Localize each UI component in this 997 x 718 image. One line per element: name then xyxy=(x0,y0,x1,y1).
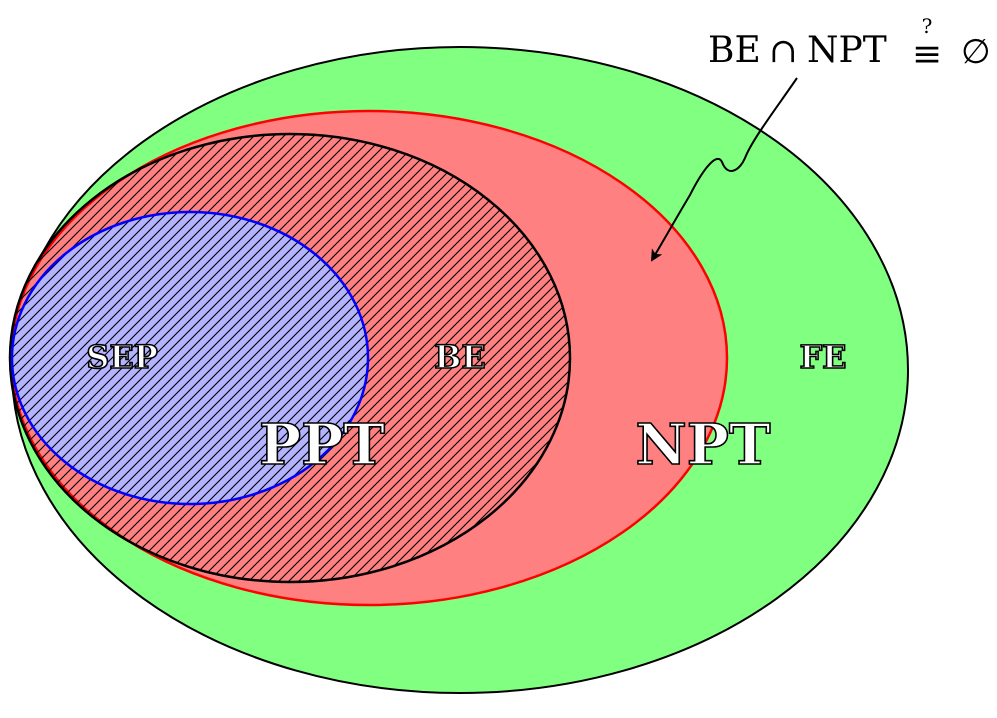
annotation-equiv-symbol: ≡ xyxy=(912,34,942,75)
annotation-arrow xyxy=(650,77,798,262)
sep-label: SEP xyxy=(86,338,158,376)
be-label: BE xyxy=(434,338,485,376)
npt-label: NPT xyxy=(636,412,771,478)
annotation-question-mark: ? xyxy=(922,14,933,38)
ppt-label: PPT xyxy=(259,412,385,478)
sep-hatch-overlay xyxy=(10,210,370,506)
annotation-formula: BE ∩ NPT ? ≡ ∅ xyxy=(708,14,991,75)
svg-text:∩: ∩ xyxy=(769,31,798,71)
annotation-empty-set: ∅ xyxy=(961,32,991,72)
annotation-cap-symbol: ∩ xyxy=(769,31,798,71)
fe-label: FE xyxy=(799,338,846,376)
annotation-rhs: NPT xyxy=(807,30,887,71)
svg-text:NPT: NPT xyxy=(807,30,887,71)
svg-text:BE: BE xyxy=(708,30,761,71)
annotation-lhs: BE xyxy=(708,30,761,71)
